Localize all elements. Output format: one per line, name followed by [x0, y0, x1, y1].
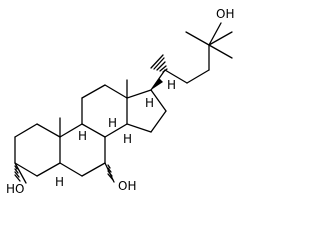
bond [59, 162, 83, 177]
bond [36, 162, 61, 177]
bond [126, 123, 152, 133]
oh-bond-c7 [104, 162, 115, 183]
structure-diagram: H H H H H H HO OH OH [6, 7, 235, 196]
bond [81, 123, 106, 138]
h-label-c8: H [108, 116, 117, 130]
molecule-svg: H H H H H H HO OH OH [6, 7, 234, 196]
hatched-bond-c3 [14, 165, 21, 182]
bond [208, 31, 233, 46]
bond [126, 89, 152, 99]
h-label-c9: H [78, 129, 87, 143]
oh-label-c3: HO [6, 182, 24, 196]
hatched-bond-c20 [150, 54, 168, 73]
h-label-c5: H [55, 175, 64, 189]
bond [104, 123, 128, 138]
h-label-c14: H [123, 132, 132, 146]
bond [59, 123, 83, 138]
bond [186, 69, 210, 84]
h-label-c20: H [167, 78, 176, 92]
bond [81, 84, 106, 99]
oh-bond-c3 [14, 162, 27, 184]
bond [164, 69, 188, 84]
bond [208, 44, 233, 59]
bond [150, 89, 167, 112]
wedge-bond-c17 [151, 78, 163, 90]
bond [150, 110, 167, 133]
bond [185, 31, 210, 46]
oh-label-c25: OH [216, 7, 234, 21]
bond [14, 123, 38, 138]
bond [104, 84, 128, 99]
bond [14, 162, 38, 177]
oh-label-c7: OH [118, 179, 136, 193]
oh-bond-c25 [208, 22, 222, 46]
bond [36, 123, 61, 138]
h-label-c17: H [145, 96, 154, 110]
bond [81, 162, 106, 177]
